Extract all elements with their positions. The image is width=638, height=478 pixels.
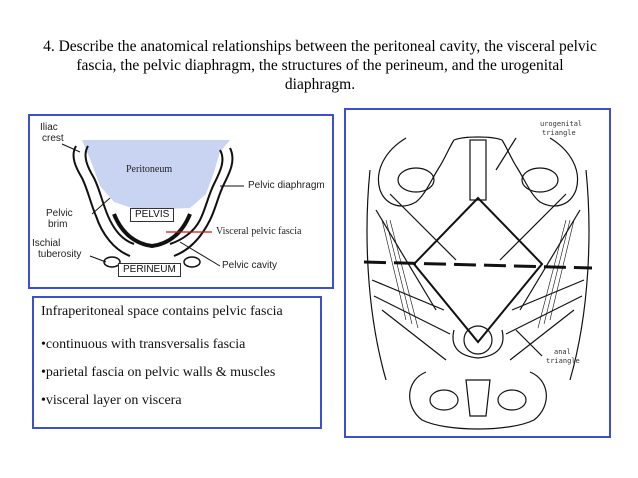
label-urogenital-triangle: triangle bbox=[542, 129, 576, 137]
bullet-text: visceral layer on viscera bbox=[45, 393, 182, 408]
perineum-illustration bbox=[363, 136, 593, 430]
label-pelvic: Pelvic bbox=[46, 208, 73, 219]
pelvis-illustration bbox=[61, 140, 244, 268]
bullet-text: continuous with transversalis fascia bbox=[45, 337, 246, 352]
bullet-text: parietal fascia on pelvic walls & muscle… bbox=[45, 365, 276, 380]
label-tuberosity: tuberosity bbox=[38, 249, 82, 260]
label-urogenital: urogenital bbox=[540, 120, 583, 128]
label-pelvic-cavity: Pelvic cavity bbox=[222, 260, 278, 271]
label-anal: anal bbox=[554, 348, 571, 356]
label-anal-triangle: triangle bbox=[546, 357, 580, 365]
label-visceral-pelvic-fascia: Visceral pelvic fascia bbox=[216, 226, 302, 237]
label-ischial: Ischial bbox=[32, 238, 61, 249]
label-iliac: Iliac bbox=[40, 122, 58, 133]
label-crest: crest bbox=[42, 133, 64, 144]
label-perineum: PERINEUM bbox=[118, 263, 181, 277]
fascia-text-box: Infraperitoneal space contains pelvic fa… bbox=[32, 296, 322, 429]
label-pelvis: PELVIS bbox=[130, 208, 175, 222]
text-heading: Infraperitoneal space contains pelvic fa… bbox=[41, 304, 283, 319]
pelvis-diagram: Iliac crest Peritoneum Pelvic diaphragm … bbox=[28, 114, 334, 289]
perineum-diagram: urogenital triangle anal triangle bbox=[344, 108, 611, 438]
label-pelvic-diaphragm: Pelvic diaphragm bbox=[248, 180, 325, 191]
label-peritoneum: Peritoneum bbox=[126, 164, 173, 175]
bullet-item: •visceral layer on viscera bbox=[41, 393, 182, 408]
bullet-item: •continuous with transversalis fascia bbox=[41, 337, 246, 352]
bullet-item: •parietal fascia on pelvic walls & muscl… bbox=[41, 365, 276, 380]
slide-title: 4. Describe the anatomical relationships… bbox=[43, 38, 597, 93]
label-brim: brim bbox=[48, 219, 68, 230]
